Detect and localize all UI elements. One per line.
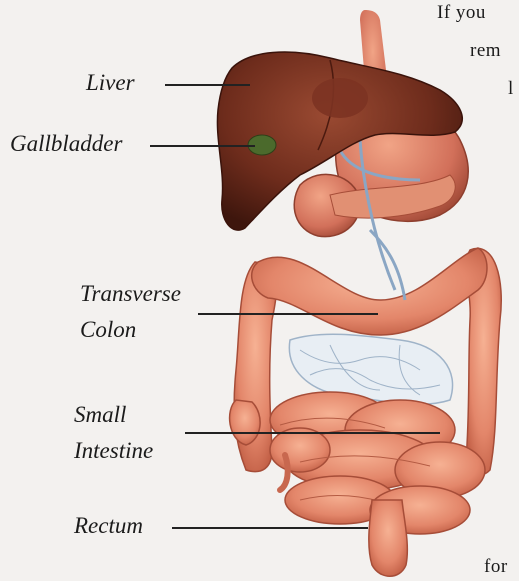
rectum-label: Rectum <box>74 508 143 544</box>
transverse-colon <box>252 248 487 335</box>
rectum-leader-line <box>172 527 368 529</box>
transverse-colon-label: Transverse Colon <box>80 276 181 348</box>
cecum <box>230 400 261 445</box>
rectum <box>369 500 408 576</box>
liver-leader-line <box>165 84 250 86</box>
small-intestine-leader-line <box>185 432 440 434</box>
small-intestine-label: Small Intestine <box>74 397 153 469</box>
liver-label: Liver <box>86 65 135 101</box>
gallbladder-leader-line <box>150 145 255 147</box>
transverse-colon-leader-line <box>198 313 378 315</box>
gallbladder-label: Gallbladder <box>10 126 122 162</box>
